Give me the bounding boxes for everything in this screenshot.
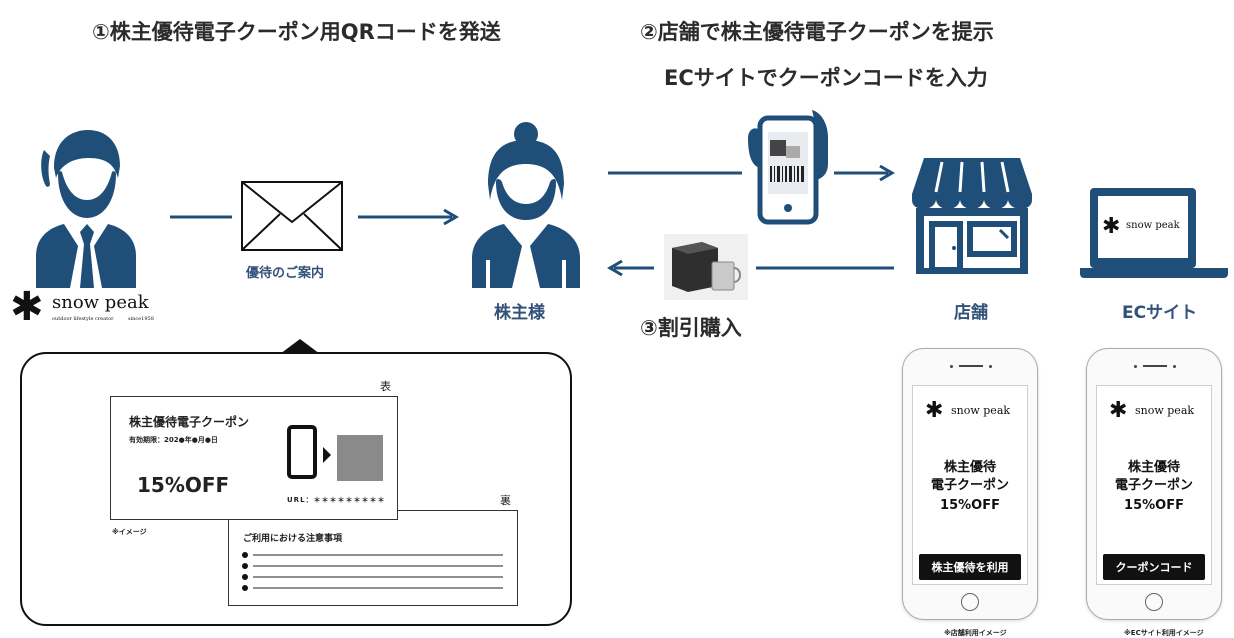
ec-phone-line2: 電子クーポン (1114, 478, 1193, 493)
store-phone-caption: ※店舗利用イメージ (944, 629, 1007, 637)
use-benefit-button[interactable]: 株主優待を利用 (919, 554, 1021, 580)
qr-phone-icon (287, 425, 383, 481)
step2-title-line2: ECサイトでクーポンコードを入力 (664, 66, 988, 90)
coupon-back-card: ご利用における注意事項 (228, 510, 518, 606)
logo-brand: snow peak (52, 292, 149, 313)
snowflake-icon: ✱ (10, 284, 44, 330)
coupon-back-side: 裏 (500, 494, 511, 507)
ec-phone-screen: ✱ snow peak 株主優待 電子クーポン 15%OFF クーポンコード (1096, 385, 1212, 585)
shareholder-label: 株主様 (494, 303, 545, 323)
laptop-snowflake-icon: ✱ (1102, 214, 1121, 239)
coupon-front-title: 株主優待電子クーポン (129, 415, 250, 429)
store-label: 店舗 (954, 303, 988, 323)
image-note: ※イメージ (112, 528, 147, 536)
ec-phone-discount: 15%OFF (1124, 498, 1184, 513)
ec-label: ECサイト (1122, 303, 1198, 323)
notes-lines (242, 552, 503, 591)
laptop-icon: ✱ snow peak (1080, 188, 1228, 278)
step2-title-line1: ②店舗で株主優待電子クーポンを提示 (640, 20, 994, 44)
bubble-pointer (280, 339, 320, 354)
ec-phone-logo: snow peak (1135, 404, 1195, 417)
snowpeak-logo: ✱ snow peak outdoor lifestyle creator si… (10, 284, 180, 330)
store-phone-screen: ✱ snow peak 株主優待 電子クーポン 15%OFF 株主優待を利用 (912, 385, 1028, 585)
shareholder-person-icon (472, 122, 580, 288)
store-phone-line2: 電子クーポン (930, 478, 1009, 493)
store-phone-home-button (961, 593, 979, 611)
company-person-icon (36, 130, 136, 288)
store-icon (912, 158, 1032, 274)
mail-label: 優待のご案内 (246, 266, 325, 281)
product-photo-icon (664, 234, 748, 300)
ec-phone-mockup: ✱ snow peak 株主優待 電子クーポン 15%OFF クーポンコード (1086, 348, 1222, 620)
coupon-front-card: 株主優待電子クーポン 有効期限：202●年●月●日 15%OFF URL：＊＊＊… (110, 396, 398, 520)
store-phone-snowflake-icon: ✱ (925, 398, 944, 423)
coupon-code-button[interactable]: クーポンコード (1103, 554, 1205, 580)
envelope-icon (241, 181, 343, 251)
coupon-front-side: 表 (380, 380, 391, 393)
step3-title: ③割引購入 (640, 316, 742, 340)
ec-phone-home-button (1145, 593, 1163, 611)
store-phone-mockup: ✱ snow peak 株主優待 電子クーポン 15%OFF 株主優待を利用 (902, 348, 1038, 620)
step1-title: ①株主優待電子クーポン用QRコードを発送 (92, 20, 501, 44)
ec-phone-caption: ※ECサイト利用イメージ (1124, 629, 1204, 637)
ec-phone-snowflake-icon: ✱ (1109, 398, 1128, 423)
store-phone-logo: snow peak (951, 404, 1011, 417)
ec-phone-line1: 株主優待 (1127, 460, 1180, 475)
laptop-logo-brand: snow peak (1126, 220, 1180, 231)
logo-since: since1958 (128, 316, 154, 322)
phone-scan-icon (748, 110, 828, 225)
coupon-discount: 15%OFF (137, 473, 230, 497)
store-phone-line1: 株主優待 (943, 460, 996, 475)
logo-tagline: outdoor lifestyle creator (52, 316, 114, 322)
coupon-url: URL：＊＊＊＊＊＊＊＊＊ (287, 496, 386, 504)
coupon-expiry: 有効期限：202●年●月●日 (129, 436, 218, 444)
store-phone-discount: 15%OFF (940, 498, 1000, 513)
coupon-back-title: ご利用における注意事項 (243, 534, 343, 544)
